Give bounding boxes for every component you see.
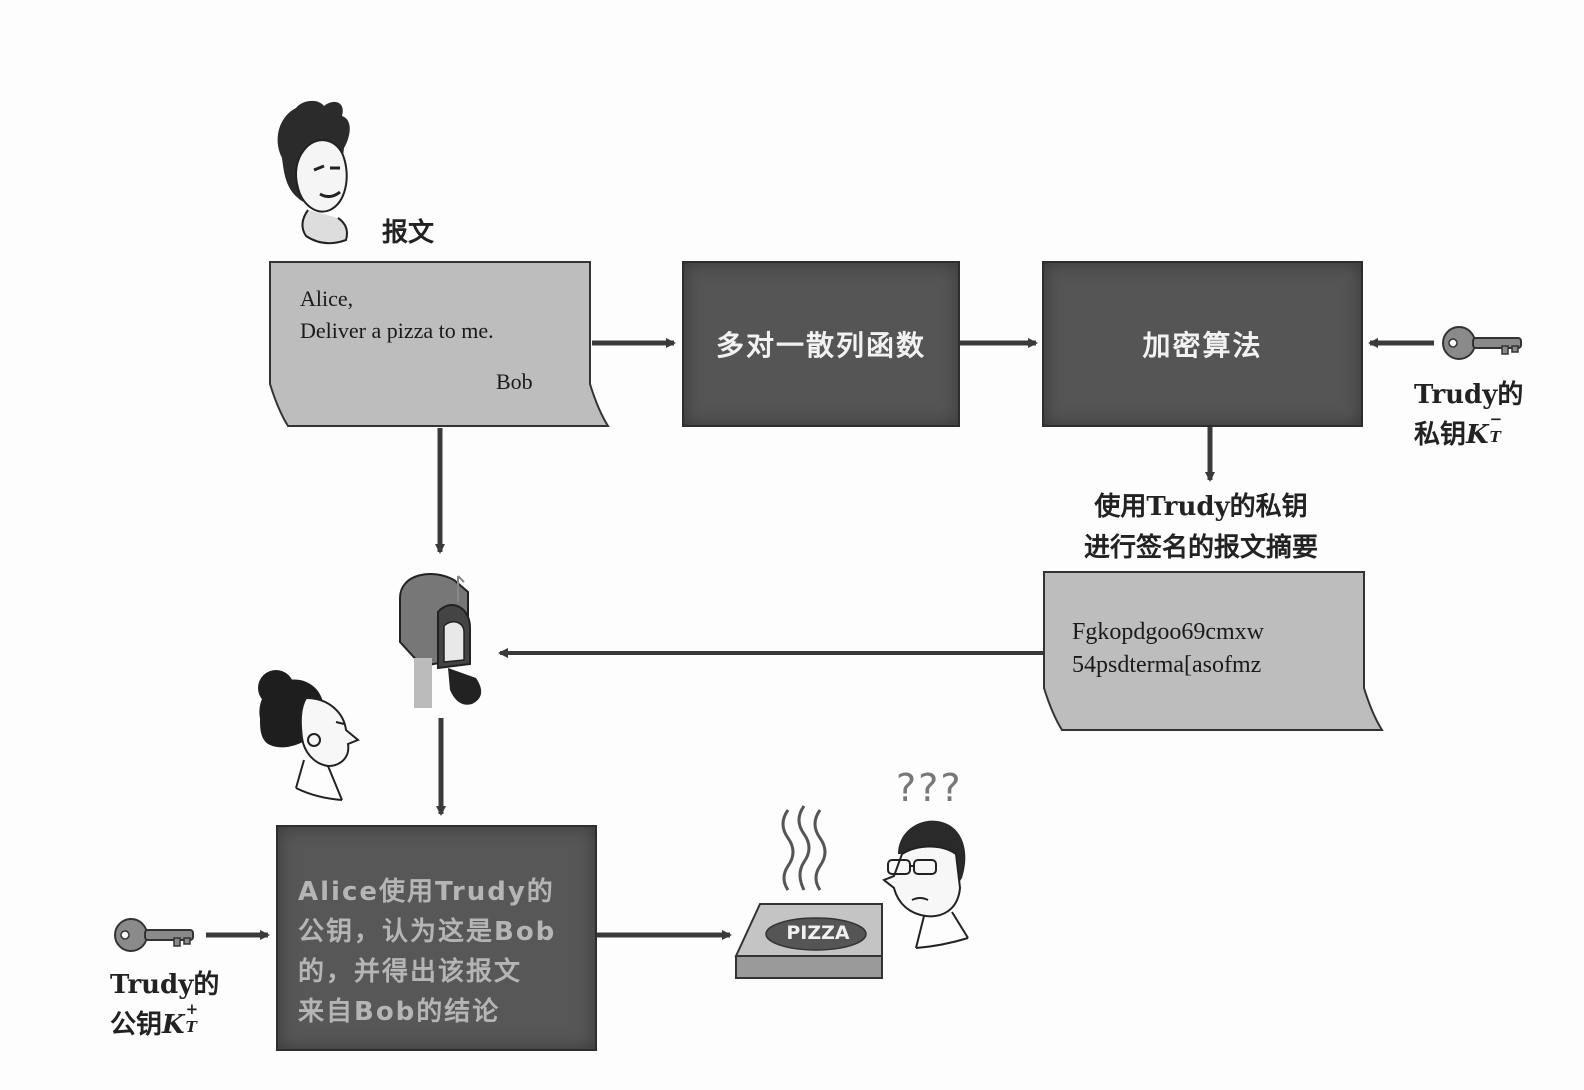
conclusion-line3: 的，并得出该报文 bbox=[298, 957, 523, 987]
signed-digest-caption-line2: 进行签名的报文摘要 bbox=[1083, 533, 1318, 563]
message-line2: Deliver a pizza to me. bbox=[300, 318, 494, 343]
encryption-box: 加密算法 bbox=[1042, 261, 1363, 427]
signed-digest-line2: 54psdterma[asofmz bbox=[1072, 652, 1262, 678]
message-label: 报文 bbox=[382, 218, 435, 248]
mailbox-icon bbox=[399, 573, 482, 708]
conclusion-box: Alice使用Trudy的 公钥，认为这是Bob 的，并得出该报文 来自Bob的… bbox=[276, 825, 597, 1051]
confusion-marks: ??? bbox=[896, 766, 963, 810]
signed-digest-caption-line1: 使用Trudy的私钥 bbox=[1094, 492, 1308, 522]
private-key-label-line1: Trudy的 bbox=[1414, 380, 1524, 410]
encryption-label: 加密算法 bbox=[1142, 329, 1263, 362]
hash-function-label: 多对一散列函数 bbox=[715, 329, 926, 362]
conclusion-line4: 来自Bob的结论 bbox=[298, 997, 501, 1027]
message-signature: Bob bbox=[496, 369, 533, 394]
conclusion-line1: Alice使用Trudy的 bbox=[298, 877, 555, 907]
alice-avatar-icon bbox=[258, 670, 360, 801]
signed-digest-line1: Fgkopdgoo69cmxw bbox=[1072, 619, 1264, 645]
trudy-avatar-icon bbox=[277, 100, 350, 245]
hash-function-box: 多对一散列函数 bbox=[682, 261, 960, 427]
message-line1: Alice, bbox=[300, 286, 354, 311]
conclusion-line2: 公钥，认为这是Bob bbox=[298, 917, 557, 947]
private-key-label-line2: 私钥K−T bbox=[1414, 410, 1503, 450]
public-key-label-line1: Trudy的 bbox=[110, 970, 220, 1000]
pizza-box-icon bbox=[734, 805, 883, 979]
public-key-label-line2: 公钥K+T bbox=[110, 1000, 199, 1040]
signed-digest-document bbox=[1043, 571, 1384, 731]
pizza-label: PIZZA bbox=[786, 922, 850, 944]
bob-avatar-icon bbox=[882, 820, 969, 949]
private-key-icon bbox=[1442, 326, 1522, 360]
public-key-icon bbox=[114, 918, 194, 952]
message-document bbox=[269, 261, 610, 427]
